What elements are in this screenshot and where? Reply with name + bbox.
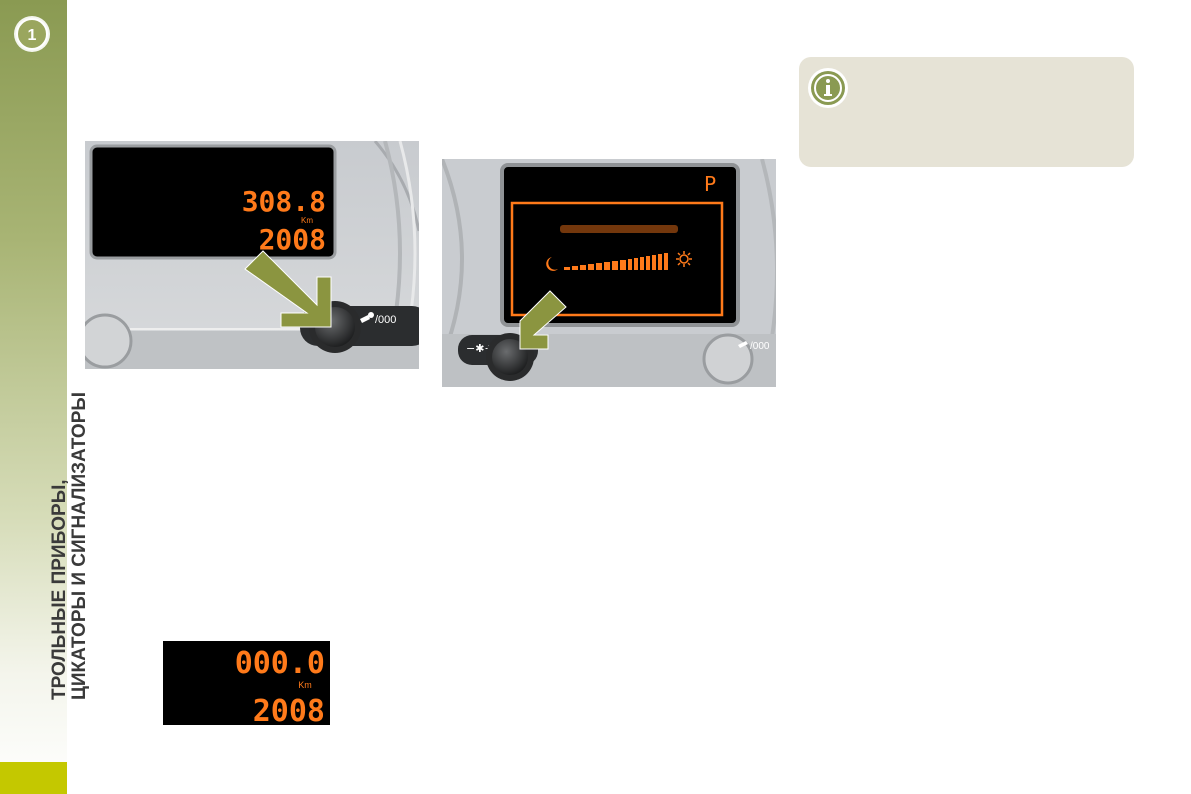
odometer-unit: Km [298, 680, 312, 690]
info-icon [807, 67, 849, 109]
button-label: /000 [750, 341, 770, 352]
display-year: 2008 [253, 694, 325, 725]
chapter-title: ТРОЛЬНЫЕ ПРИБОРЫ, ЦИКАТОРЫ И СИГНАЛИЗАТО… [50, 300, 90, 700]
moon-icon [546, 257, 558, 271]
figure-brightness-button: P −✱+ [442, 159, 776, 387]
wrench-icon [738, 341, 748, 348]
info-note-box [799, 57, 1134, 167]
page-tab [0, 762, 67, 794]
wrench-icon [360, 312, 374, 323]
button-label: /000 [375, 314, 396, 326]
figure-odometer-reset: 000.0 Km 2008 [163, 641, 330, 729]
brightness-level-bar [564, 253, 668, 270]
figure-trip-reset-button: 308.8 Km 2008 /000 [85, 141, 419, 369]
arrow-icon [244, 250, 332, 328]
odometer-value: 000.0 [235, 646, 325, 681]
brightness-knob [492, 339, 528, 375]
display-year: 2008 [259, 223, 326, 256]
blurred-menu-title [560, 225, 678, 233]
chapter-title-line1: ТРОЛЬНЫЕ ПРИБОРЫ, [50, 479, 70, 700]
odometer-value: 308.8 [242, 185, 326, 218]
chapter-sidebar: 1 ТРОЛЬНЫЕ ПРИБОРЫ, ЦИКАТОРЫ И СИГНАЛИЗА… [0, 0, 90, 794]
gear-indicator: P [704, 172, 716, 196]
chapter-number-badge: 1 [12, 14, 52, 54]
arrow-icon [519, 290, 567, 350]
chapter-number: 1 [28, 27, 37, 44]
sun-icon [676, 251, 692, 267]
odometer-unit: Km [301, 216, 313, 225]
